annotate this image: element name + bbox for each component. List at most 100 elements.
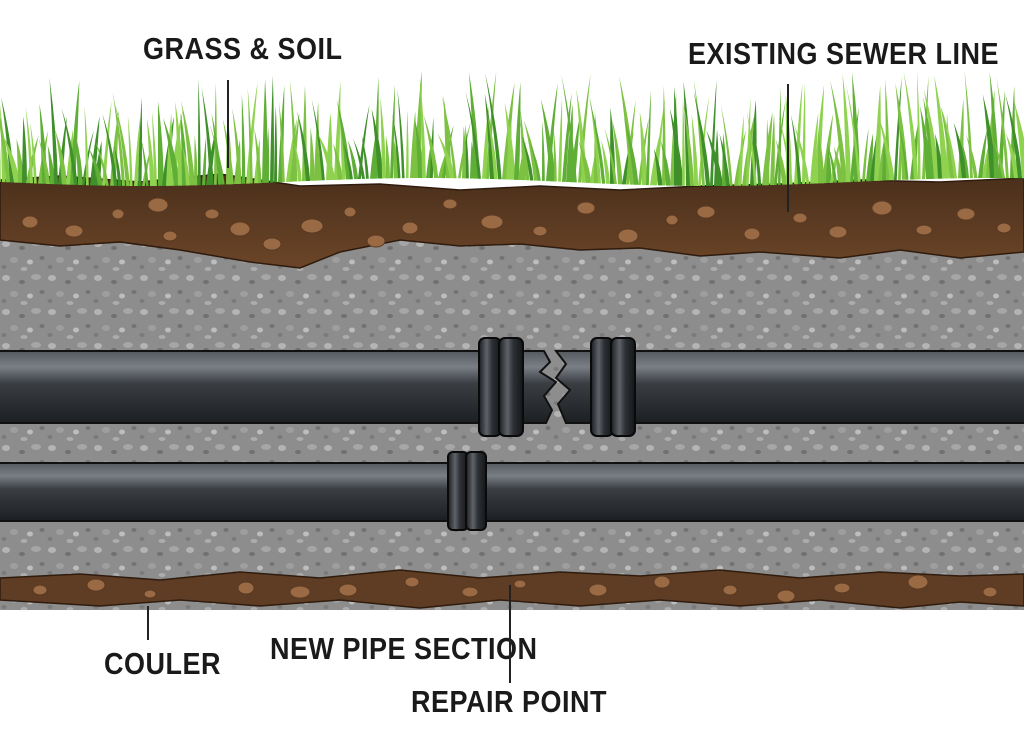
- grass-blade: [866, 133, 874, 182]
- existing-pipe-right-segment: [627, 350, 1024, 424]
- grass-blade: [194, 135, 198, 186]
- grass-blade: [419, 77, 426, 179]
- grass-blade: [790, 114, 802, 185]
- grass-blade: [1005, 93, 1023, 179]
- grass-blade: [862, 127, 869, 182]
- grass-blade: [570, 117, 580, 183]
- pipe-coupling-right-a: [590, 337, 614, 437]
- grass-blade: [22, 116, 27, 183]
- grass-blade: [514, 82, 521, 180]
- grass-blade: [978, 129, 988, 179]
- grass-blade: [317, 132, 336, 180]
- grass-blade: [0, 117, 11, 183]
- grass-blade: [0, 144, 1, 182]
- grass-blade: [343, 143, 353, 180]
- grass-blade: [112, 91, 126, 186]
- grass-blade: [465, 90, 481, 179]
- grass-blade: [25, 107, 34, 184]
- grass-blade: [347, 139, 359, 180]
- couler-label: COULER: [104, 647, 221, 681]
- grass-blade: [352, 137, 366, 179]
- grass-blade: [604, 127, 617, 185]
- grass-blade: [746, 111, 757, 186]
- grass-blade: [919, 105, 932, 179]
- grass-blade: [770, 114, 775, 186]
- grass-blade: [529, 140, 541, 181]
- grass-blade: [278, 101, 285, 183]
- pipe-crack-right: [553, 350, 597, 424]
- existing-pipe-left-segment: [0, 350, 487, 424]
- grass-blade: [415, 120, 424, 179]
- new-pipe-coupling-b: [465, 451, 487, 531]
- grass-blade: [182, 146, 191, 186]
- grass-blade: [682, 98, 685, 186]
- pipe-crack-left: [519, 350, 558, 424]
- grass-blade: [274, 105, 278, 183]
- grass-blade: [198, 78, 201, 186]
- topsoil-layer: [0, 173, 1024, 269]
- grass-blade: [166, 113, 173, 186]
- grass-blade: [623, 118, 639, 185]
- grass-blade: [134, 117, 141, 186]
- grass-blade: [894, 77, 902, 181]
- grass-blade: [612, 119, 623, 185]
- grass-blade: [706, 129, 724, 186]
- grass-blade: [923, 96, 936, 179]
- grass-blade: [934, 133, 944, 179]
- grass-blade: [140, 137, 149, 186]
- grass-blade: [247, 88, 253, 184]
- grass-blade: [270, 75, 274, 183]
- grass-blade: [1005, 133, 1020, 179]
- grass-blade: [317, 145, 323, 181]
- grass-blade: [49, 77, 59, 185]
- grass-blade: [693, 91, 711, 186]
- grass-blade: [903, 72, 919, 180]
- grass-blade: [138, 97, 143, 186]
- grass-soil-leader: [227, 80, 229, 168]
- couler-leader: [147, 606, 149, 640]
- grass-blade: [882, 134, 887, 181]
- grass-blade: [578, 140, 592, 183]
- grass-blade: [793, 122, 810, 184]
- grass-blade: [601, 139, 611, 184]
- bottom-soil-pebbles: [32, 574, 998, 603]
- grass-blade: [201, 87, 214, 185]
- grass-blade: [553, 127, 557, 182]
- grass: [0, 70, 1024, 186]
- grass-blade: [486, 71, 497, 179]
- grass-blade: [266, 127, 270, 183]
- grass-blade: [151, 111, 157, 186]
- grass-blade: [361, 135, 369, 179]
- grass-blade: [181, 101, 195, 186]
- grass-blade: [262, 78, 268, 183]
- grass-blade: [738, 115, 744, 186]
- grass-blade: [102, 101, 112, 186]
- grass-blade: [162, 117, 180, 186]
- grass-blade: [1013, 99, 1024, 179]
- grass-blade: [47, 145, 55, 185]
- pipe-coupling-left-a: [478, 337, 502, 437]
- grass-blade: [691, 114, 699, 186]
- grass-blade: [669, 108, 684, 186]
- grass-blade: [482, 105, 489, 179]
- grass-blade: [833, 146, 843, 183]
- grass-blade: [746, 97, 751, 186]
- grass-blade: [314, 101, 319, 181]
- grass-blade: [775, 139, 787, 185]
- grass-blade: [55, 129, 68, 185]
- grass-blade: [485, 73, 502, 180]
- grass-blade: [146, 118, 155, 186]
- pipe-coupling-right-b: [610, 337, 636, 437]
- grass-blade: [830, 80, 847, 183]
- new-pipe-section: [0, 451, 1024, 531]
- grass-blade: [1015, 106, 1024, 160]
- bottom-soil-layer: [0, 569, 1024, 609]
- grass-blade: [826, 147, 832, 183]
- grass-blade: [589, 93, 601, 184]
- grass-blade: [519, 118, 530, 181]
- grass-soil-label: GRASS & SOIL: [143, 32, 343, 66]
- grass-blade: [814, 84, 825, 184]
- grass-blade: [982, 94, 996, 179]
- grass-blade: [241, 93, 246, 184]
- grass-blade: [202, 136, 207, 186]
